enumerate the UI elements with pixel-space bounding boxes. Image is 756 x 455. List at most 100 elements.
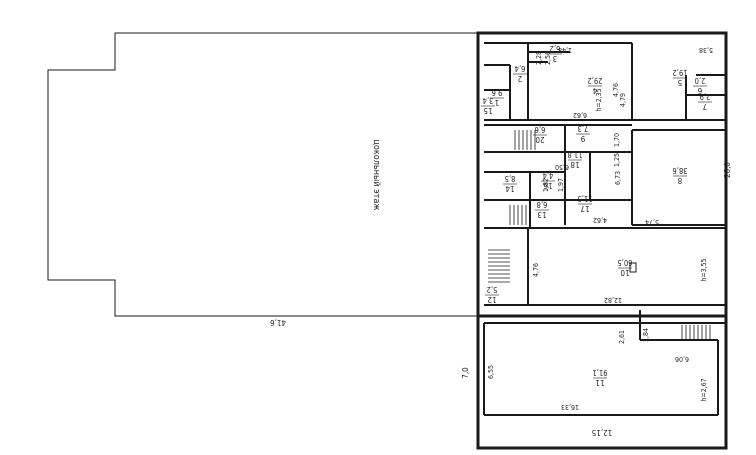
- lower-wing-outline: [476, 314, 728, 450]
- room-area: 29,2: [587, 76, 602, 85]
- room-number: 2: [518, 74, 523, 83]
- room-area: 6,6: [535, 125, 546, 134]
- room-number: 17: [580, 204, 589, 213]
- room-label: 97,3: [576, 124, 590, 143]
- measurement-text: 5,74: [645, 218, 659, 226]
- room-label: 26,4: [513, 64, 527, 83]
- measurement-text: 2,61: [618, 330, 626, 344]
- measurement-text: 16,33: [561, 403, 579, 411]
- room-number: 13: [537, 210, 546, 219]
- lower-width-dim: 12,15: [592, 428, 613, 437]
- room-area: 11,8: [567, 150, 582, 159]
- total-width-dim: 26,0: [723, 162, 732, 178]
- measurement: 4,79: [619, 93, 627, 107]
- measurement: 4,76: [532, 263, 540, 277]
- room-number: 11: [595, 378, 604, 387]
- measurement: 1,70: [613, 133, 621, 147]
- measurement-text: 2,56: [544, 51, 552, 65]
- measurement: 1,82: [542, 178, 550, 192]
- measurement: 1,48: [558, 46, 572, 54]
- room-number: 1: [495, 98, 500, 107]
- room-label: 429,2: [587, 76, 602, 95]
- measurement-text: 6,06: [675, 355, 689, 363]
- room-area: 5,2: [487, 285, 498, 294]
- room-area: 19,2: [672, 68, 687, 77]
- room-label: 206,6: [533, 125, 547, 144]
- room-area: 2,9: [700, 92, 711, 101]
- room-number: 18: [570, 160, 580, 169]
- measurement-text: 4,79: [619, 93, 627, 107]
- measurement: 2,61: [618, 330, 626, 344]
- room-label: 164,4: [541, 171, 555, 190]
- room-area: 6,8: [537, 200, 548, 209]
- measurement: 2,28: [535, 51, 543, 65]
- interior-walls: [483, 42, 726, 416]
- offset-dim: 7,0: [461, 367, 470, 379]
- room-label: 148,5: [503, 174, 517, 193]
- measurement: h=3,55: [700, 258, 708, 281]
- measurement-text: 1,82: [542, 178, 550, 192]
- room-area: 9,6: [492, 88, 503, 97]
- room-area: 6,4: [515, 64, 526, 73]
- measurement: 6,73: [614, 171, 622, 185]
- room-label: 838,6: [672, 166, 687, 185]
- room-label: 519,2: [672, 68, 687, 87]
- room-number: 9: [580, 134, 585, 143]
- room-label: 153,4: [481, 96, 495, 115]
- room-label: 19,6: [490, 88, 504, 107]
- measurement-text: 1,48: [558, 46, 572, 54]
- room-area: 6,2: [550, 44, 561, 53]
- room-area: 4,4: [543, 171, 554, 180]
- measurement-text: 1,70: [613, 133, 621, 147]
- room-number: 15: [483, 106, 492, 115]
- room-number: 4: [592, 86, 597, 95]
- room-area: 38,6: [672, 166, 687, 175]
- staircase: [488, 130, 711, 340]
- measurement: h=2,67: [700, 378, 708, 401]
- measurement-text: 6,55: [487, 365, 495, 379]
- room-label: 72,9: [698, 92, 712, 111]
- measurement-text: h=2,35: [595, 88, 603, 111]
- basement-outline: [47, 32, 479, 317]
- measurement-text: 4,76: [612, 83, 620, 97]
- room-area: 7,3: [578, 124, 589, 133]
- room-label: 125,2: [485, 285, 499, 304]
- measurement: 12,82: [604, 296, 622, 304]
- measurements: 1,486,624,76h=2,355,384,796,735,741,701,…: [487, 46, 713, 411]
- measurement-text: h=3,55: [700, 258, 708, 281]
- measurement-text: 6,50: [555, 163, 569, 171]
- room-area: 11,5: [577, 194, 592, 203]
- measurement: 4,62: [593, 216, 607, 224]
- measurement: 6,50: [555, 163, 569, 171]
- room-labels: 19,6 26,4 36,2 429,2 519,2 62,072,9 838,6 97,3 1…: [481, 44, 712, 387]
- room-number: 20: [535, 135, 545, 144]
- measurement-text: 2,28: [535, 51, 543, 65]
- measurement-text: 5,38: [699, 46, 713, 54]
- room-number: 10: [620, 268, 630, 277]
- measurement-text: 1,97: [557, 178, 565, 192]
- room-number: 5: [678, 78, 683, 87]
- basement-label: цокольный этаж: [371, 139, 381, 211]
- measurement: 5,38: [699, 46, 713, 54]
- column: [629, 262, 637, 273]
- room-label: 62,0: [693, 76, 707, 95]
- measurement: 6,62: [573, 111, 587, 119]
- room-number: 14: [505, 184, 515, 193]
- measurement-text: 6,62: [573, 111, 587, 119]
- measurement: 1,84: [642, 328, 650, 342]
- measurement: h=2,35: [595, 88, 603, 111]
- basement-label-text: цокольный этаж: [371, 139, 381, 211]
- room-area: 2,0: [695, 76, 706, 85]
- room-number: 3: [553, 54, 558, 63]
- measurement: 1,97: [557, 178, 565, 192]
- room-area: 91,1: [592, 368, 607, 377]
- measurement-text: 1,84: [642, 328, 650, 342]
- room-area: 60,5: [617, 258, 632, 267]
- measurement: 16,33: [561, 403, 579, 411]
- room-label: 36,2: [548, 44, 562, 63]
- measurement: 4,76: [612, 83, 620, 97]
- room-area: 3,4: [483, 96, 494, 105]
